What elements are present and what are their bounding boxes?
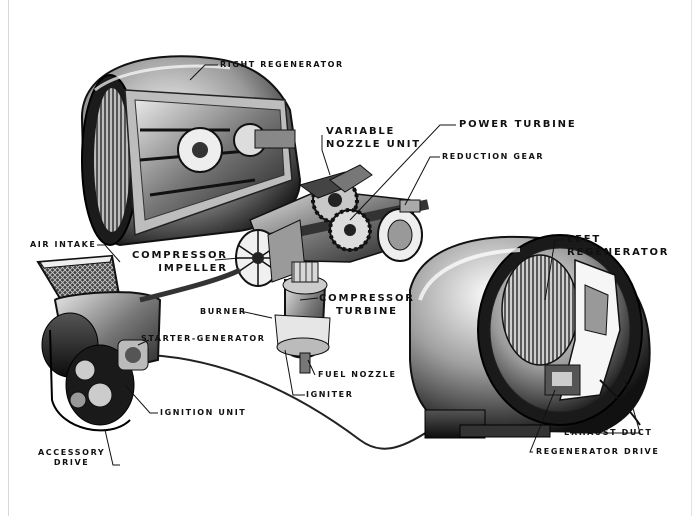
right-frame-edge — [691, 0, 692, 516]
label-accessory-drive: ACCESSORY DRIVE — [38, 448, 106, 467]
label-compressor-impeller: COMPRESSOR IMPELLER — [132, 250, 228, 274]
right-regenerator-drum — [80, 55, 302, 247]
label-power-turbine: POWER TURBINE — [459, 119, 577, 130]
burner-can — [274, 261, 331, 374]
label-ignition-unit: IGNITION UNIT — [160, 408, 247, 417]
label-compressor-turbine: COMPRESSOR TURBINE — [319, 293, 415, 317]
label-exhaust-duct: EXHAUST DUCT — [564, 428, 653, 437]
label-right-regenerator: RIGHT REGENERATOR — [220, 60, 344, 69]
accessory-assembly — [36, 254, 242, 432]
left-regenerator-drum — [409, 234, 651, 439]
label-air-intake: AIR INTAKE — [30, 240, 97, 249]
label-left-regenerator: LEFT REGENERATOR — [567, 234, 670, 258]
label-variable-nozzle-unit: VARIABLE NOZZLE UNIT — [326, 126, 421, 150]
leader-lines — [97, 64, 641, 466]
label-reduction-gear: REDUCTION GEAR — [442, 152, 545, 161]
label-regenerator-drive: REGENERATOR DRIVE — [536, 447, 660, 456]
label-starter-generator: STARTER-GENERATOR — [141, 334, 266, 343]
label-igniter: IGNITER — [306, 390, 354, 399]
label-burner: BURNER — [200, 307, 247, 316]
label-fuel-nozzle: FUEL NOZZLE — [318, 370, 397, 379]
left-frame-edge — [8, 0, 9, 516]
